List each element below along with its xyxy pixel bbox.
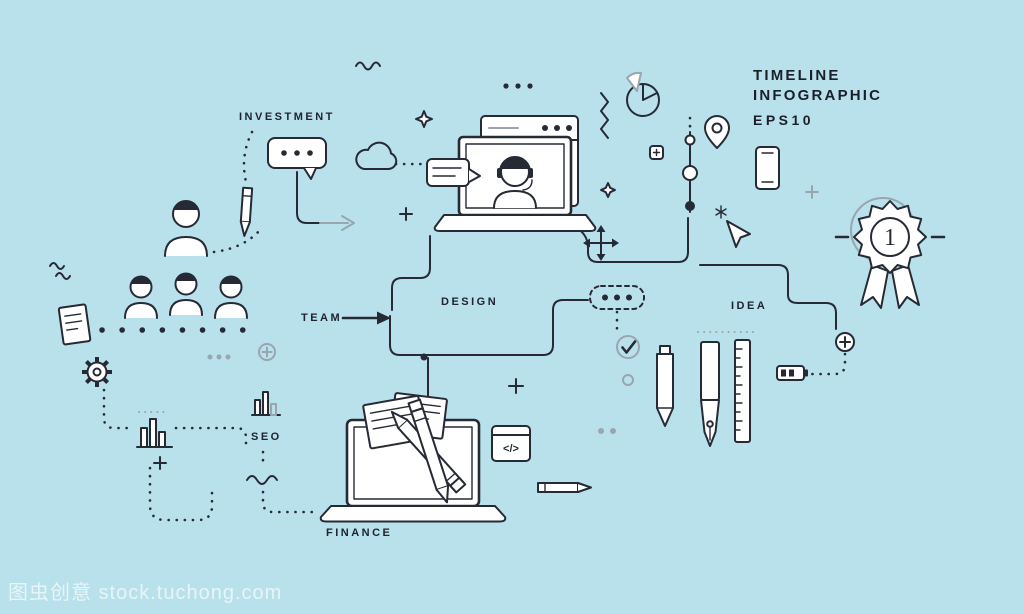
code-glyph-text: </> bbox=[503, 443, 519, 455]
code-window-icon: </> bbox=[491, 425, 531, 462]
crossed-pencil-icon bbox=[407, 398, 450, 504]
video-call-laptop-icon bbox=[433, 135, 597, 232]
laptop-base bbox=[319, 505, 507, 523]
speech-bubble-icon bbox=[267, 137, 327, 180]
title-edition: EPS10 bbox=[753, 112, 815, 128]
pie-chart-icon bbox=[626, 71, 660, 117]
smartphone-icon bbox=[755, 146, 780, 190]
award-badge-icon: 1 bbox=[834, 197, 946, 309]
label-idea: IDEA bbox=[731, 300, 768, 312]
finance-laptop-icon bbox=[319, 392, 507, 523]
ruler-icon bbox=[734, 339, 751, 443]
dot-decoration bbox=[207, 83, 634, 434]
bar-chart-icon bbox=[136, 411, 173, 448]
label-team: TEAM bbox=[301, 312, 343, 324]
move-arrows-icon bbox=[583, 225, 619, 261]
team-arrow bbox=[341, 311, 391, 325]
title-block: TIMELINE INFOGRAPHIC EPS10 bbox=[753, 66, 882, 128]
battery-icon bbox=[776, 365, 808, 381]
plus-mark bbox=[153, 185, 819, 470]
label-investment: INVESTMENT bbox=[239, 111, 335, 123]
check-circle-icon bbox=[616, 335, 640, 359]
gray-arrow bbox=[319, 215, 355, 231]
pencil-icon bbox=[239, 186, 254, 237]
cloud-icon bbox=[355, 141, 398, 171]
title-line-infographic: INFOGRAPHIC bbox=[753, 87, 883, 104]
cursor-icon bbox=[715, 205, 751, 248]
fountain-pen-icon bbox=[700, 341, 720, 447]
squiggle-mark bbox=[49, 61, 609, 485]
watermark: 图虫创意 stock.tuchong.com bbox=[8, 582, 283, 604]
note-document-icon bbox=[57, 303, 92, 346]
sparkle-icon bbox=[415, 110, 616, 198]
team-group-icon bbox=[124, 200, 248, 319]
label-design: DESIGN bbox=[441, 296, 499, 308]
pen-icon bbox=[656, 345, 674, 427]
label-finance: FINANCE bbox=[326, 527, 393, 539]
mini-bar-chart-icon bbox=[251, 391, 281, 416]
location-pin-icon bbox=[704, 115, 730, 149]
badge-rank-number: 1 bbox=[884, 225, 896, 251]
gear-icon bbox=[82, 357, 112, 387]
horizontal-pencil-icon bbox=[537, 482, 592, 493]
label-seo: SEO bbox=[251, 431, 282, 443]
winding-path bbox=[99, 116, 847, 522]
timeline-nodes-icon bbox=[649, 131, 698, 213]
chat-message-icon bbox=[426, 158, 481, 187]
ellipsis-bubble-icon bbox=[589, 285, 645, 310]
circled-plus-icon bbox=[258, 332, 855, 361]
title-line-timeline: TIMELINE bbox=[753, 67, 841, 84]
